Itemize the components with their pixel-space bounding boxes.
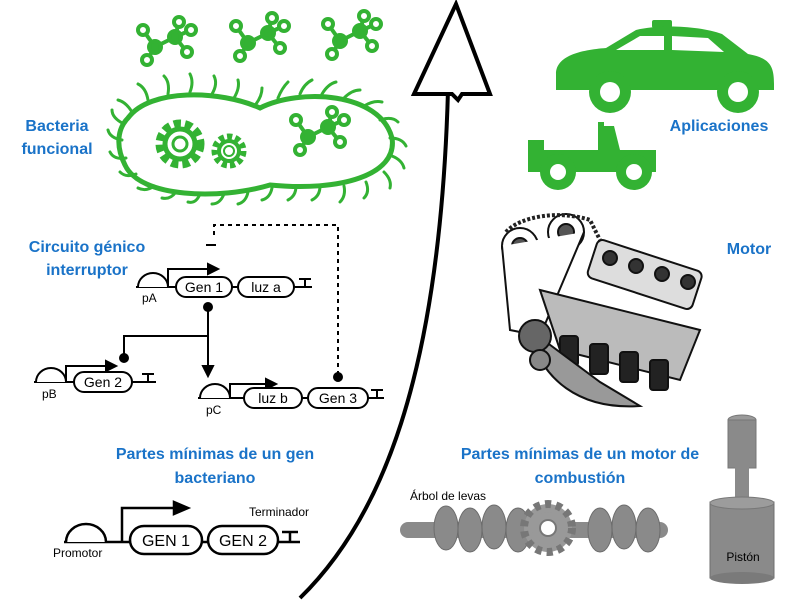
gene-label: Gen 1 bbox=[185, 279, 223, 295]
gear-icon bbox=[520, 500, 576, 556]
promoter-label: Promotor bbox=[53, 546, 102, 560]
applications-label: Aplicaciones bbox=[670, 118, 769, 135]
gene-label: GEN 1 bbox=[142, 533, 190, 550]
promoter-label: pA bbox=[142, 291, 157, 305]
promoter-label: pC bbox=[206, 403, 222, 417]
minimal-gene-label-line1: Partes mínimas de un gen bbox=[116, 446, 314, 463]
gene-circuit bbox=[34, 224, 384, 409]
bacteria-label-line2: funcional bbox=[21, 141, 92, 158]
gene-label: Gen 3 bbox=[319, 390, 357, 406]
molecule-icon bbox=[289, 105, 351, 157]
gene-label: luz a bbox=[251, 279, 281, 295]
promoter-label: pB bbox=[42, 387, 57, 401]
engine-icon bbox=[501, 213, 703, 408]
piston-label: Pistón bbox=[726, 550, 759, 564]
progress-arrow-icon bbox=[298, 0, 493, 600]
taxi-car-icon bbox=[556, 20, 774, 113]
gene-label: Gen 2 bbox=[84, 374, 122, 390]
piston-icon bbox=[709, 414, 775, 584]
bacterium-icon bbox=[106, 72, 408, 206]
molecule-icon bbox=[136, 15, 198, 67]
circuit-label-line1: Circuito génico bbox=[29, 239, 146, 256]
gene-label: GEN 2 bbox=[219, 533, 267, 550]
terminator-label: Terminador bbox=[249, 505, 309, 519]
minimal-gene-diagram bbox=[64, 500, 300, 556]
gene-label: luz b bbox=[258, 390, 288, 406]
minimal-motor-label-line2: combustión bbox=[535, 470, 626, 487]
camshaft-label: Árbol de levas bbox=[410, 488, 486, 503]
minimal-gene-label-line2: bacteriano bbox=[175, 470, 256, 487]
bacteria-label-line1: Bacteria bbox=[25, 118, 88, 135]
molecule-icon bbox=[321, 9, 383, 61]
molecule-icon bbox=[229, 11, 291, 63]
gear-icon bbox=[211, 133, 247, 169]
gear-icon bbox=[155, 119, 205, 169]
motor-label: Motor bbox=[727, 241, 771, 258]
camshaft-icon bbox=[400, 500, 668, 556]
minimal-motor-label-line1: Partes mínimas de un motor de bbox=[461, 446, 699, 463]
circuit-label-line2: interruptor bbox=[46, 262, 128, 279]
jeep-icon bbox=[528, 122, 656, 190]
